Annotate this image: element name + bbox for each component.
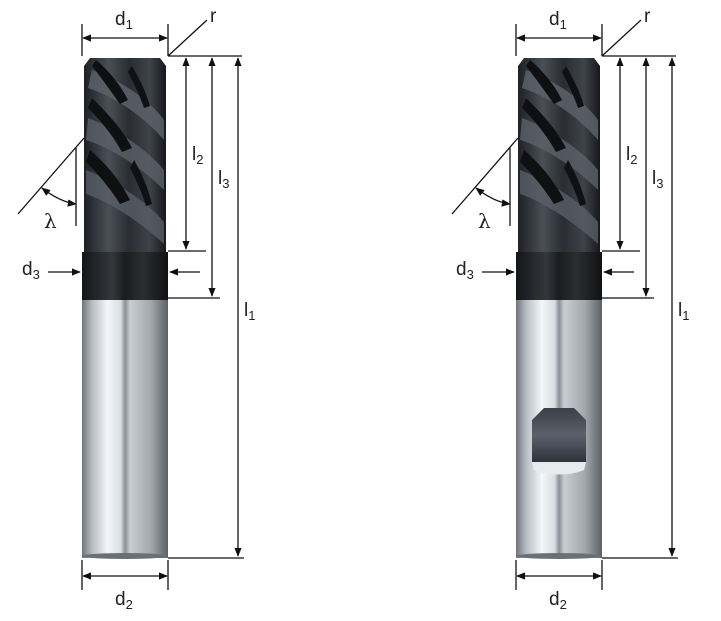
flutes [518, 58, 600, 252]
label-d2: d2 [549, 589, 567, 612]
label-d3: d3 [22, 259, 40, 282]
label-r: r [644, 6, 651, 27]
label-d2: d2 [115, 589, 133, 612]
label-d1: d1 [549, 9, 567, 32]
label-l3: l3 [218, 168, 229, 191]
neck [82, 252, 168, 300]
label-lambda: λ [44, 209, 57, 233]
flutes [84, 58, 166, 252]
label-l1: l1 [678, 300, 689, 323]
label-r: r [210, 6, 217, 27]
neck [516, 252, 602, 300]
label-d3: d3 [456, 259, 474, 282]
end-mill-weldon-shank: d1 r l2 l3 l1 d3 λ d2 [451, 6, 689, 612]
shank [82, 300, 168, 558]
label-d1: d1 [115, 9, 133, 32]
label-l2: l2 [626, 144, 637, 167]
label-l2: l2 [192, 144, 203, 167]
label-lambda: λ [478, 209, 491, 233]
label-l3: l3 [652, 168, 663, 191]
label-l1: l1 [244, 300, 255, 323]
weldon-flat [532, 408, 586, 475]
end-mill-plain-shank: d1 r l2 l3 l1 d3 λ d2 [17, 6, 255, 612]
